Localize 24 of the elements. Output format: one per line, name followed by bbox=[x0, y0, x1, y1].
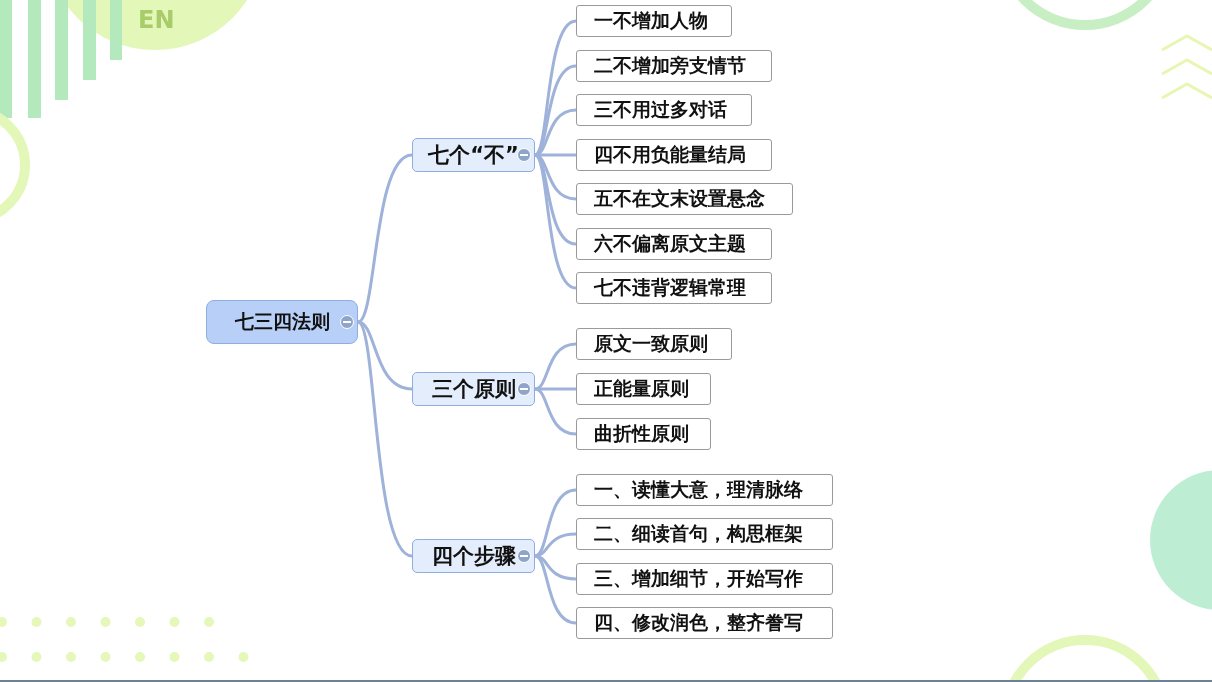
main-topic: 四个步骤 bbox=[412, 539, 535, 573]
root-topic: 七三四法则 bbox=[206, 300, 358, 344]
main-topic: 三个原则 bbox=[412, 372, 535, 406]
subtopic: 五不在文末设置悬念 bbox=[576, 183, 793, 215]
subtopic: 六不偏离原文主题 bbox=[576, 228, 772, 260]
branch-line bbox=[356, 320, 413, 558]
subtopic: 曲折性原则 bbox=[576, 418, 711, 450]
subtopic: 一不增加人物 bbox=[576, 5, 732, 37]
corner-text: EN bbox=[138, 6, 175, 34]
branch-line bbox=[534, 387, 577, 436]
branch-line bbox=[534, 342, 577, 391]
subtopic: 一、读懂大意，理清脉络 bbox=[576, 474, 833, 506]
subtopic: 二、细读首句，构思框架 bbox=[576, 518, 833, 550]
subtopic: 七不违背逻辑常理 bbox=[576, 272, 772, 304]
branch-line bbox=[357, 153, 413, 324]
subtopic: 四不用负能量结局 bbox=[576, 139, 772, 171]
subtopic: 三、增加细节，开始写作 bbox=[576, 563, 833, 595]
subtopic: 正能量原则 bbox=[576, 373, 711, 405]
subtopic: 原文一致原则 bbox=[576, 328, 732, 360]
subtopic: 二不增加旁支情节 bbox=[576, 50, 772, 82]
main-topic: 七个“不” bbox=[412, 138, 535, 172]
subtopic: 三不用过多对话 bbox=[576, 94, 752, 126]
branch-line bbox=[534, 554, 577, 625]
subtopic: 四、修改润色，整齐誊写 bbox=[576, 607, 833, 639]
